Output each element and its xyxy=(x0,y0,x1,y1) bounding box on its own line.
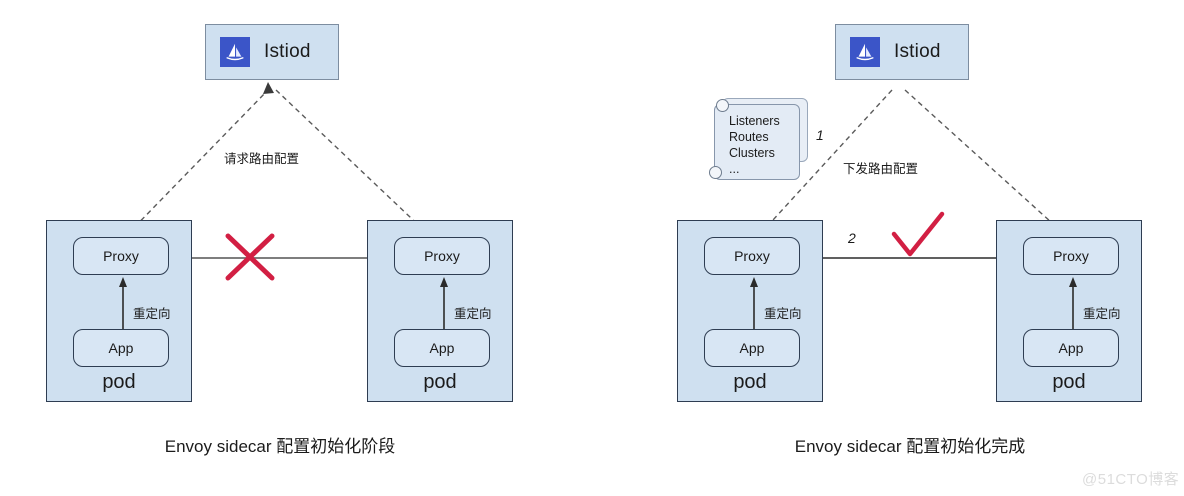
sailboat-icon xyxy=(220,37,250,67)
proxy-box-right-1[interactable]: Proxy xyxy=(704,237,800,275)
sailboat-icon xyxy=(850,37,880,67)
left-edge-label: 请求路由配置 xyxy=(224,152,300,166)
pod-label-right-2: pod xyxy=(1052,371,1086,393)
proxy-label: Proxy xyxy=(734,248,770,264)
istiod-label-right: Istiod xyxy=(894,41,941,62)
proxy-box-left-1[interactable]: Proxy xyxy=(73,237,169,275)
proxy-label: Proxy xyxy=(103,248,139,264)
proxy-box-left-2[interactable]: Proxy xyxy=(394,237,490,275)
redirect-label-right-2: 重定向 xyxy=(1083,307,1121,321)
pod-box-left-1: Proxy 重定向 App pod xyxy=(46,220,192,402)
app-label: App xyxy=(739,340,765,356)
pod-label-right-1: pod xyxy=(733,371,767,393)
app-label: App xyxy=(1058,340,1084,356)
step-number-2: 2 xyxy=(848,230,856,246)
pod-label-left-1: pod xyxy=(102,371,136,393)
app-box-right-2[interactable]: App xyxy=(1023,329,1119,367)
app-box-left-1[interactable]: App xyxy=(73,329,169,367)
pod-box-left-2: Proxy 重定向 App pod xyxy=(367,220,513,402)
step-number-1: 1 xyxy=(816,127,824,143)
right-caption: Envoy sidecar 配置初始化完成 xyxy=(794,437,1026,456)
proxy-box-right-2[interactable]: Proxy xyxy=(1023,237,1119,275)
watermark: @51CTO博客 xyxy=(1082,471,1180,488)
note-ring-top-icon xyxy=(716,99,729,112)
blocked-cross-icon xyxy=(225,233,275,281)
proxy-label: Proxy xyxy=(424,248,460,264)
redirect-label-right-1: 重定向 xyxy=(764,307,802,321)
app-label: App xyxy=(429,340,455,356)
istiod-box-right[interactable]: Istiod xyxy=(835,24,969,80)
istiod-box-left[interactable]: Istiod xyxy=(205,24,339,80)
pod-box-right-2: Proxy 重定向 App pod xyxy=(996,220,1142,402)
config-note-line: ... xyxy=(729,162,740,176)
pod-box-right-1: Proxy 重定向 App pod xyxy=(677,220,823,402)
config-note-line: Routes xyxy=(729,130,769,144)
istiod-label-left: Istiod xyxy=(264,41,311,62)
config-note-line: Clusters xyxy=(729,146,775,160)
note-ring-bottom-icon xyxy=(709,166,722,179)
proxy-label: Proxy xyxy=(1053,248,1089,264)
left-caption: Envoy sidecar 配置初始化阶段 xyxy=(164,437,396,456)
success-check-icon xyxy=(891,211,945,257)
right-edge-label: 下发路由配置 xyxy=(843,162,919,176)
config-note-card[interactable]: Listeners Routes Clusters ... xyxy=(714,104,800,180)
app-label: App xyxy=(108,340,134,356)
pod-label-left-2: pod xyxy=(423,371,457,393)
app-box-left-2[interactable]: App xyxy=(394,329,490,367)
redirect-label-left-2: 重定向 xyxy=(454,307,492,321)
config-note-line: Listeners xyxy=(729,114,780,128)
app-box-right-1[interactable]: App xyxy=(704,329,800,367)
redirect-label-left-1: 重定向 xyxy=(133,307,171,321)
